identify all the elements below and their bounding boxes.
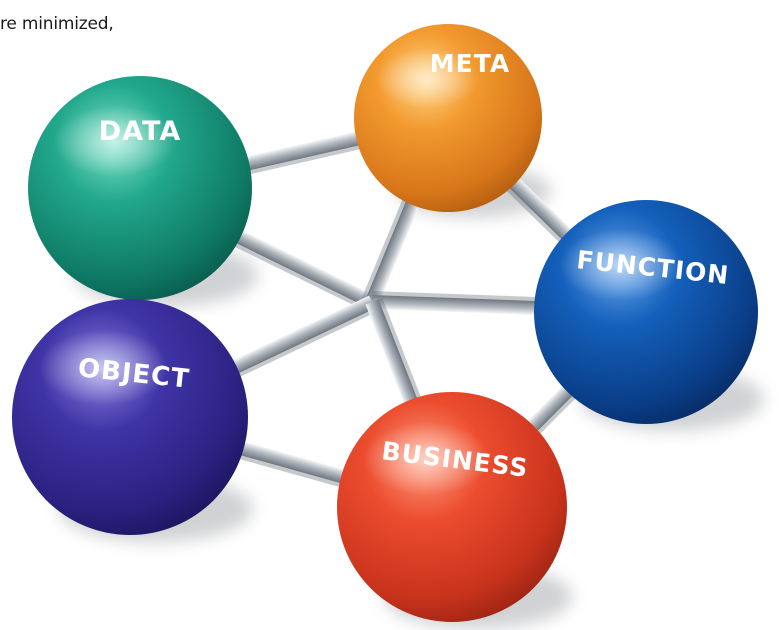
meta-node: META [354, 24, 542, 212]
object-highlight [39, 329, 169, 406]
business-node: BUSINESS [337, 392, 567, 622]
function-highlight [559, 229, 683, 301]
data-highlight [53, 105, 177, 177]
meta-highlight [375, 48, 480, 109]
node-spheres: DATA META FUNCTION OBJECT BUSINESS [12, 24, 758, 622]
business-highlight [363, 421, 490, 496]
object-node: OBJECT [12, 299, 248, 535]
meta-label: META [430, 49, 510, 78]
data-label: DATA [99, 116, 181, 147]
function-node: FUNCTION [534, 200, 758, 424]
data-node: DATA [28, 76, 252, 300]
partial-caption-text: re minimized, [0, 14, 114, 34]
